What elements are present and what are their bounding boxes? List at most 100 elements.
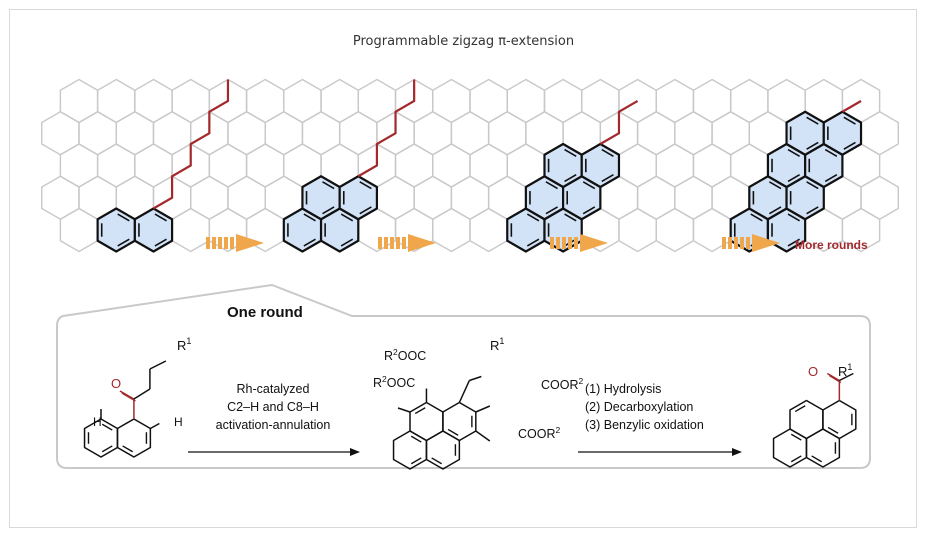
progress-arrow-head: [580, 234, 608, 252]
arrow-dash: [728, 237, 732, 249]
m3-ring-d: [822, 399, 857, 440]
grid-hexagon: [413, 175, 453, 221]
grid-hexagon: [283, 78, 322, 124]
double-bond: [750, 213, 763, 222]
grid-hexagon: [41, 175, 80, 221]
step1-line1: Rh-catalyzed: [237, 382, 310, 396]
aromatic-ring: [96, 207, 136, 253]
step1-line3: activation-annulation: [216, 418, 331, 432]
grid-hexagon: [227, 175, 266, 221]
double-bond: [414, 407, 426, 415]
grid-hexagon: [692, 143, 732, 188]
grid-hexagon: [41, 110, 80, 156]
m2-r1-bond-2: [469, 375, 482, 382]
grid-hexagon: [618, 78, 657, 124]
double-bond: [827, 426, 839, 434]
double-bond: [101, 423, 113, 431]
m1-chain-3: [149, 360, 167, 370]
grid-hexagon: [320, 78, 359, 124]
double-bond: [768, 206, 782, 215]
grid-hexagon: [208, 143, 248, 188]
m2-bottom-ester-bond: [475, 430, 491, 442]
aromatic-ring: [301, 175, 341, 221]
grid-hexagon: [115, 110, 155, 156]
double-bond: [601, 148, 614, 157]
grid-hexagon: [674, 110, 713, 156]
grid-hexagon: [543, 78, 583, 124]
grid-hexagon: [171, 78, 211, 124]
red-chain: [599, 100, 639, 145]
double-bond: [117, 213, 130, 222]
double-bond: [154, 213, 167, 222]
arrow-dash: [562, 237, 566, 249]
step2-line3: (3) Benzylic oxidation: [585, 418, 704, 432]
red-chains: [152, 79, 862, 210]
grid-hexagon: [581, 78, 620, 124]
arrow-dash: [206, 237, 210, 249]
m2-r2ooc-left: R2OOC: [373, 374, 415, 390]
double-bond: [564, 148, 577, 157]
double-bond: [322, 206, 335, 215]
double-bond: [787, 213, 801, 222]
grid-hexagon: [171, 207, 211, 253]
m2-r2ooc-top: R2OOC: [384, 347, 426, 363]
grid-hexagon: [394, 143, 434, 188]
arrow-dash: [218, 237, 222, 249]
grid-hexagon: [432, 78, 471, 124]
double-bond: [154, 238, 167, 247]
grid-hexagon: [692, 78, 732, 124]
arrow-dash: [224, 237, 228, 249]
grid-hexagon: [245, 78, 285, 124]
double-bond: [843, 141, 856, 150]
grid-hexagon: [450, 110, 490, 156]
grid-hexagon: [469, 207, 508, 253]
double-bond: [564, 174, 577, 183]
m3-r1-label: R1: [838, 362, 852, 379]
double-bond: [340, 213, 354, 222]
double-bond: [811, 455, 823, 463]
m2-r1-label: R1: [490, 336, 504, 353]
grid-hexagon: [357, 78, 397, 124]
double-bond: [545, 181, 558, 190]
double-bond: [794, 405, 806, 413]
arrow-dash: [402, 237, 406, 249]
grid-hexagon: [618, 143, 657, 188]
progress-arrow-head: [752, 234, 780, 252]
double-bond: [359, 206, 372, 215]
one-round-label: One round: [227, 304, 303, 321]
grid-hexagon: [264, 110, 304, 156]
grid-hexagon: [59, 207, 99, 253]
grid-hexagon: [636, 110, 676, 156]
arrow-dash: [378, 237, 382, 249]
double-bond: [790, 433, 802, 441]
arrow-dash: [568, 237, 572, 249]
double-bond: [601, 174, 614, 183]
m1-h-bond-right: [149, 422, 160, 430]
grid-hexagon: [841, 207, 881, 253]
m3-o-label: O: [808, 364, 818, 379]
grid-hexagon: [450, 175, 490, 221]
double-bond: [303, 213, 316, 222]
grid-hexagon: [413, 110, 453, 156]
arrow-dash: [230, 237, 234, 249]
double-bond: [431, 457, 443, 465]
double-bond: [787, 148, 801, 157]
arrow-dash: [746, 237, 750, 249]
double-bond: [787, 238, 801, 247]
double-bond: [843, 116, 856, 125]
double-bond: [447, 428, 459, 436]
double-bond: [122, 445, 134, 453]
double-bond: [359, 181, 372, 190]
m1-o-label: O: [111, 376, 121, 391]
arrow-dash: [740, 237, 744, 249]
double-bond: [582, 206, 596, 215]
aromatic-ring: [338, 175, 379, 221]
double-bond: [545, 206, 558, 215]
arrow-dash: [390, 237, 394, 249]
step2-line2: (2) Decarboxylation: [585, 400, 693, 414]
more-rounds-label: More rounds: [795, 238, 868, 252]
one-round-panel: [56, 283, 871, 469]
figure-title: Programmable zigzag π-extension: [352, 34, 575, 49]
m1-r1-label: R1: [177, 336, 191, 353]
